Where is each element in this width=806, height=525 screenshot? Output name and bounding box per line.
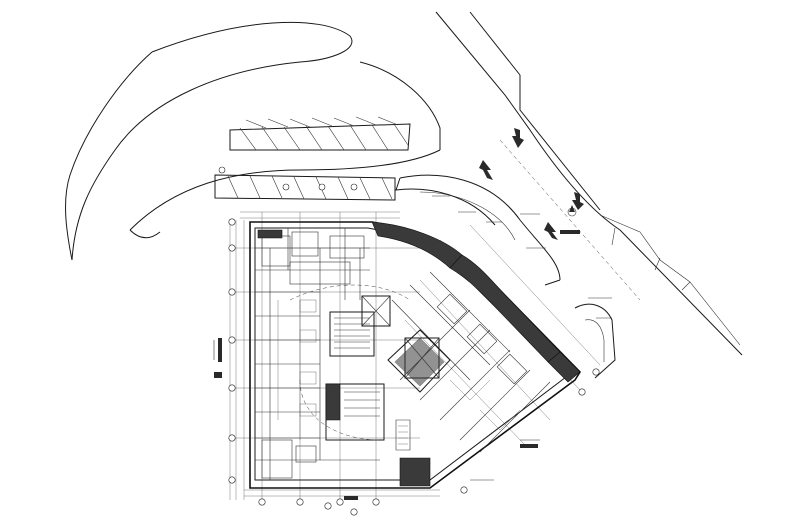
main-road <box>435 11 743 356</box>
upper-parking-bays <box>229 116 411 151</box>
curved-road <box>65 21 441 261</box>
north-arrow-icon <box>567 205 577 217</box>
arrow-down-icon <box>544 222 558 240</box>
arrow-up-icon <box>572 192 584 210</box>
arrow-up-icon <box>512 128 524 148</box>
grid-bubbles <box>228 218 600 516</box>
left-wing-rooms <box>255 228 380 480</box>
hatched-curved-wall <box>257 221 581 383</box>
lower-parking-row <box>214 166 396 201</box>
annotation-tags <box>213 195 612 500</box>
drop-off-loop <box>395 174 616 379</box>
diagonal-wing-rooms <box>387 261 551 487</box>
traffic-arrows <box>479 128 584 240</box>
arrow-down-icon <box>479 160 493 180</box>
